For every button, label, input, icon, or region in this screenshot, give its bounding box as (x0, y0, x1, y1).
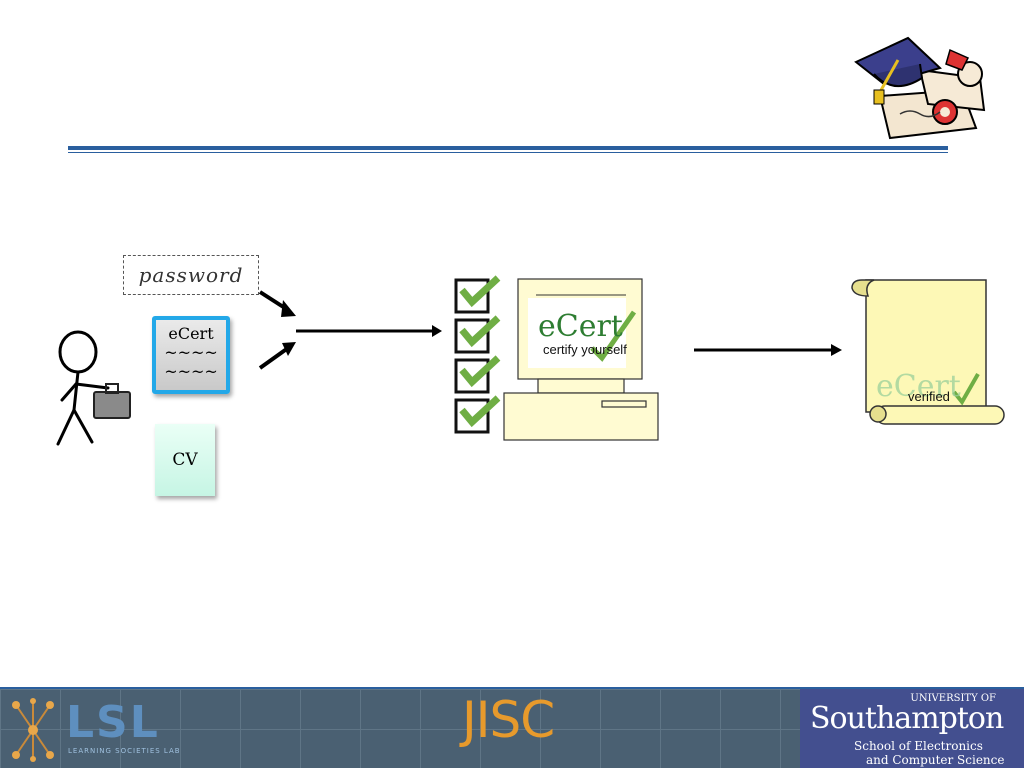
arrow-to-scroll (694, 344, 842, 356)
ecert-card: eCert ~~~~ ~~~~ (152, 316, 230, 394)
scroll-ecert-title: eCert (876, 369, 961, 404)
stick-figure-icon (56, 330, 110, 446)
arrow-to-computer (296, 325, 442, 337)
checklist-icon (454, 275, 501, 434)
ecert-card-line: ~~~~ (164, 362, 218, 381)
certificate-scroll-icon (851, 279, 1005, 425)
jisc-logo: JISC (462, 691, 555, 749)
graduation-cap-icon (854, 36, 986, 140)
southampton-logo: UNIVERSITY OF Southampton School of Elec… (800, 689, 1024, 768)
lsl-subtitle: LEARNING SOCIETIES LAB (68, 747, 181, 755)
header-rule-thin (68, 152, 948, 153)
southampton-department: and Computer Science (866, 753, 1005, 767)
southampton-name: Southampton (810, 701, 1004, 736)
ecert-card-title: eCert (168, 324, 214, 343)
arrow-ecert-in (258, 342, 296, 370)
header-rule-thick (68, 146, 948, 150)
footer-bar: LSL LEARNING SOCIETIES LAB JISC UNIVERSI… (0, 687, 1024, 768)
lsl-molecule-icon (12, 698, 54, 762)
monitor-ecert-title: eCert (538, 309, 623, 344)
computer-icon (503, 278, 659, 441)
southampton-university-of: UNIVERSITY OF (910, 693, 996, 704)
password-box: password (123, 255, 259, 295)
check-icon (952, 373, 980, 406)
cv-card: CV (155, 424, 215, 496)
check-icon (590, 310, 637, 362)
lsl-logo: LSL (66, 697, 160, 748)
monitor-ecert-subtitle: certify yourself (543, 342, 627, 357)
diagram-canvas: eCert certify yourself eCert verified (56, 275, 1005, 446)
arrow-password-in (258, 290, 296, 317)
ecert-card-line: ~~~~ (164, 343, 218, 362)
scroll-ecert-subtitle: verified (908, 389, 950, 404)
footer-circuit-pattern (0, 689, 800, 768)
briefcase-icon (93, 383, 131, 419)
southampton-school: School of Electronics (854, 739, 983, 753)
